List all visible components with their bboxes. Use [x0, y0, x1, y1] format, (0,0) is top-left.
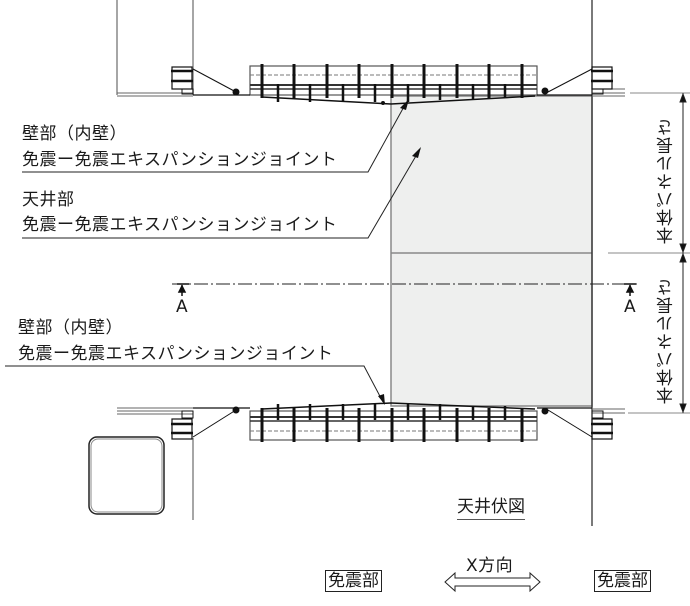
leader-lines: [5, 102, 421, 403]
bottom-expansion-joint: [171, 402, 613, 442]
wall-bottom-label-line1: 壁部（内壁）: [18, 318, 123, 338]
column-outline: [88, 436, 165, 515]
dimension-lines: [608, 92, 690, 414]
zone-label-left: 免震部: [325, 570, 382, 592]
section-mark-left: A: [176, 297, 188, 317]
ceiling-panel: [390, 95, 593, 407]
x-direction-arrow: [444, 571, 541, 593]
top-wall-lines: [117, 88, 625, 97]
section-arrow-right: [624, 283, 636, 296]
bottom-wall-lines: [117, 407, 625, 415]
ceiling-label-line1: 天井部: [22, 190, 75, 210]
drawing-title: 天井伏図: [457, 497, 525, 520]
top-expansion-joint: [171, 64, 613, 105]
direction-label: X方向: [466, 556, 514, 576]
section-mark-right: A: [624, 297, 636, 317]
leader-arrowheads: [378, 99, 421, 405]
dimension-label-upper: 本体パネル長さ: [657, 118, 677, 244]
zone-label-right: 免震部: [594, 570, 651, 592]
wall-top-label-line2: 免震ー免震エキスパンションジョイント: [22, 150, 338, 170]
dimension-label-lower: 本体パネル長さ: [657, 278, 677, 404]
section-arrow-left: [177, 283, 189, 296]
wall-bottom-label-line2: 免震ー免震エキスパンションジョイント: [18, 344, 334, 364]
ceiling-label-line2: 免震ー免震エキスパンションジョイント: [22, 215, 338, 235]
wall-top-label-line1: 壁部（内壁）: [22, 124, 127, 144]
